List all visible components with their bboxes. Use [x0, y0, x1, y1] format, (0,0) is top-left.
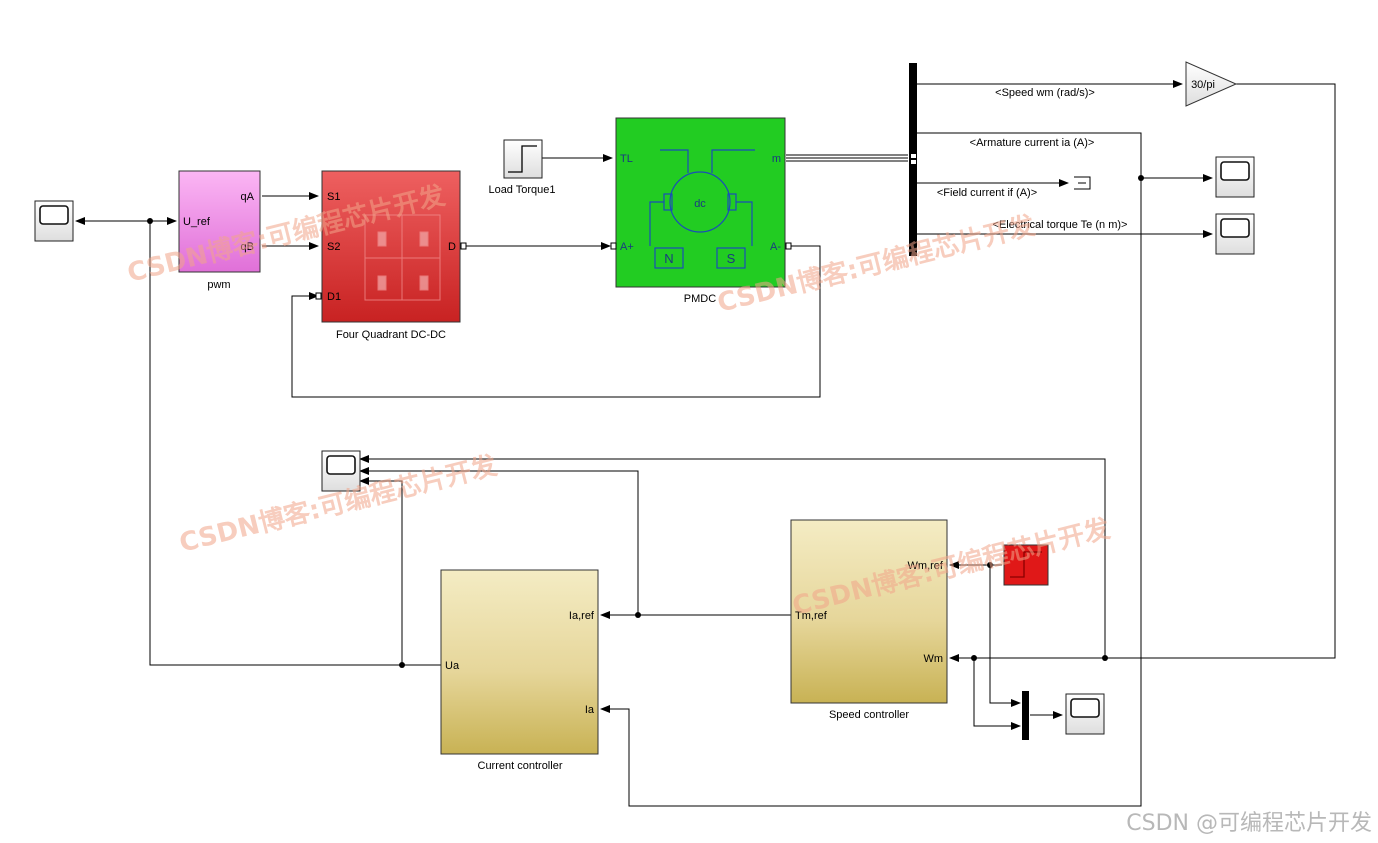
converter-port-s1: S1: [327, 191, 340, 203]
scope-uref[interactable]: [34, 200, 74, 242]
speed-reference-block[interactable]: [1003, 544, 1049, 586]
converter-circuit-icon: [364, 214, 441, 301]
speed-controller-block[interactable]: Wm,ref Wm Tm,ref Speed controller: [790, 519, 948, 721]
pmdc-port-tl: TL: [620, 153, 633, 165]
load-torque-block[interactable]: Load Torque1: [488, 139, 556, 196]
signal-field-current: <Field current if (A)>: [937, 187, 1037, 199]
pmdc-magnet-n: N: [664, 251, 673, 266]
pwm-label: pwm: [207, 279, 230, 291]
scope-speed[interactable]: [1065, 693, 1105, 735]
converter-port-s2: S2: [327, 241, 340, 253]
pmdc-port-aminus: A-: [770, 241, 781, 253]
scope-electrical-torque[interactable]: [1215, 213, 1255, 255]
scope-controllers[interactable]: [321, 450, 361, 492]
current-controller-block[interactable]: Ia,ref Ia Ua Current controller: [440, 569, 599, 772]
mux-block[interactable]: [1022, 691, 1029, 740]
pmdc-magnet-s: S: [727, 251, 736, 266]
step-icon: [1010, 551, 1042, 578]
speed-port-tmref: Tm,ref: [795, 610, 828, 622]
gain-label: 30/pi: [1191, 79, 1215, 91]
junctions: [147, 175, 1144, 668]
pwm-port-uref: U_ref: [183, 216, 211, 228]
pmdc-motor-text: dc: [694, 198, 706, 210]
bus-selector[interactable]: [909, 63, 917, 256]
speed-port-wm: Wm: [923, 653, 943, 665]
converter-block[interactable]: S1 S2 D1 D Four Quadrant DC-DC: [315, 170, 467, 341]
current-port-iaref: Ia,ref: [569, 610, 595, 622]
terminator-block[interactable]: [1074, 176, 1091, 190]
scope-armature-current[interactable]: [1215, 156, 1255, 198]
pmdc-port-m: m: [772, 153, 781, 165]
pwm-port-qb: qB: [241, 241, 254, 253]
speed-port-wmref: Wm,ref: [908, 560, 944, 572]
converter-label: Four Quadrant DC-DC: [336, 329, 446, 341]
footer-credit: CSDN @可编程芯片开发: [1126, 811, 1372, 836]
pwm-block[interactable]: U_ref qA qB pwm: [178, 170, 261, 291]
pmdc-port-aplus: A+: [620, 241, 634, 253]
current-port-ua: Ua: [445, 660, 460, 672]
pmdc-label: PMDC: [684, 293, 716, 305]
wires: [75, 80, 1336, 807]
converter-port-d1: D1: [327, 291, 341, 303]
step-icon: [508, 145, 537, 173]
pmdc-block[interactable]: dc N S TL A+ A- m PMDC: [610, 117, 792, 305]
current-port-ia: Ia: [585, 704, 595, 716]
signal-electrical-torque: <Electrical torque Te (n m)>: [993, 219, 1128, 231]
load-torque-label: Load Torque1: [488, 184, 555, 196]
dc-motor-icon: [649, 149, 755, 269]
signal-speed: <Speed wm (rad/s)>: [995, 87, 1095, 99]
pwm-port-qa: qA: [241, 191, 255, 203]
speed-controller-label: Speed controller: [829, 709, 909, 721]
gain-block[interactable]: 30/pi: [1185, 61, 1238, 107]
converter-port-d: D: [448, 241, 456, 253]
current-controller-label: Current controller: [478, 760, 563, 772]
signal-armature-current: <Armature current ia (A)>: [970, 137, 1095, 149]
